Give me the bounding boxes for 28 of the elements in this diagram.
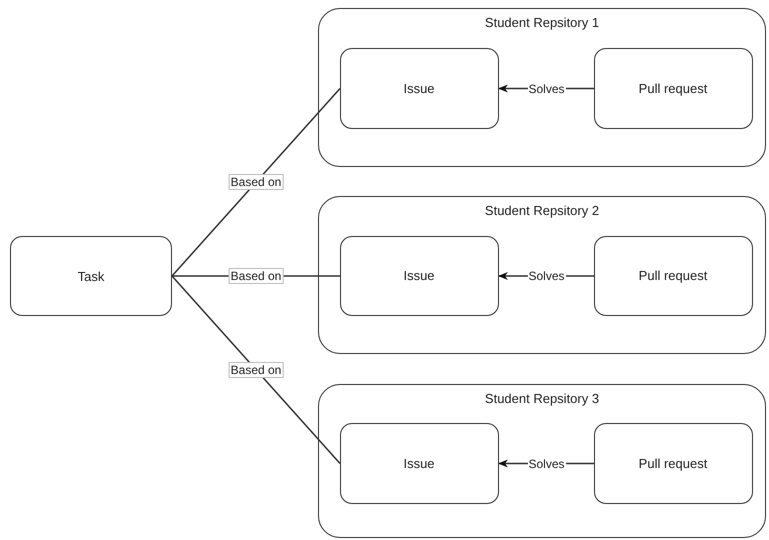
process-box (594, 422, 752, 504)
process-box (340, 236, 498, 316)
process-box (594, 236, 752, 316)
container-title: Student Repsitory 1 (484, 15, 600, 30)
node-label: Issue (403, 456, 435, 470)
node-label: Issue (403, 80, 435, 96)
edge-label: Based on (228, 362, 284, 378)
process-box (340, 48, 498, 128)
edge-label: Based on (228, 268, 284, 284)
node-label: Issue (403, 268, 435, 283)
repository-container (318, 196, 766, 354)
connector-line (171, 88, 341, 276)
node-label: Pull request (638, 456, 708, 470)
node-label: Task (78, 268, 104, 284)
container-title: Student Repsitory 3 (484, 391, 600, 406)
node-label: Pull request (638, 80, 708, 96)
connector-line (171, 276, 341, 464)
process-box (594, 48, 752, 128)
node-label: Pull request (638, 268, 708, 283)
edge-label: Solves (527, 456, 566, 470)
edge-label: Solves (527, 82, 566, 96)
container-title: Student Repsitory 2 (484, 203, 600, 218)
process-box (340, 422, 498, 504)
edge-label: Based on (228, 174, 284, 190)
repository-container (318, 384, 766, 538)
edge-label: Solves (527, 269, 566, 283)
process-box (10, 236, 172, 316)
repository-container (318, 8, 766, 167)
